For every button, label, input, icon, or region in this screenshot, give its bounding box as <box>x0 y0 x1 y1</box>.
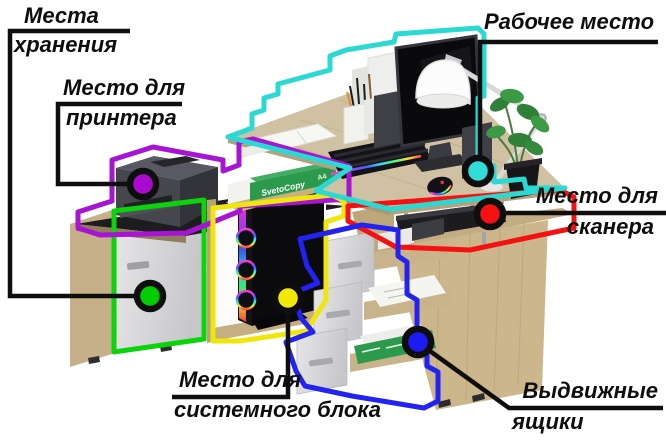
workplace-dot <box>461 154 495 188</box>
storage-label-line1: Места <box>24 3 99 28</box>
cabinet-foot <box>472 393 485 402</box>
pen-cup <box>343 102 369 145</box>
storage-callout-line <box>7 28 138 299</box>
storage-label-line2: хранения <box>14 32 118 57</box>
scanner-label-line1: Место для <box>535 183 658 208</box>
scanner-dot <box>473 197 507 231</box>
system-unit-label-line1: Место для <box>179 367 302 392</box>
drawer-handle <box>308 357 334 367</box>
cabinet-foot <box>88 356 100 364</box>
system-unit-dot <box>271 281 305 315</box>
door-handle <box>126 261 150 270</box>
marker-dots <box>126 154 507 359</box>
callout-lines <box>7 28 666 411</box>
storage-dot <box>133 279 167 313</box>
cabinet-side-panel <box>70 210 112 367</box>
drawer-contents <box>412 218 444 241</box>
ream-size-text: A4 <box>317 173 327 182</box>
printer-label-line2: принтера <box>66 105 177 130</box>
rgb-fan <box>235 289 257 311</box>
speaker <box>374 90 404 148</box>
plant-pot-rim <box>504 158 542 170</box>
drawers-label-line2: ящики <box>512 409 584 434</box>
rgb-fan <box>235 227 257 249</box>
pens <box>349 77 366 109</box>
drawers-label-line1: Выдвижные <box>522 378 658 403</box>
workplace-zone-outline <box>225 25 568 212</box>
lamp-mouth <box>416 93 470 109</box>
cabinet-foot <box>438 399 451 408</box>
brush <box>368 73 372 101</box>
monitor-base <box>414 154 468 172</box>
mouse <box>427 176 453 196</box>
storage-zone-outline <box>111 197 207 355</box>
printer-dot <box>126 167 160 201</box>
printer-callout-line <box>55 101 182 187</box>
zone-outlines <box>75 25 577 411</box>
cabinet-front <box>392 220 548 410</box>
paper-ream: SvetoCopy A4 <box>228 161 340 204</box>
plant-leaves <box>486 88 550 156</box>
printer-label-line1: Место для <box>63 75 186 100</box>
scanner-label-line2: сканера <box>566 214 654 239</box>
drawers-dot <box>401 325 435 359</box>
drawer-handle <box>337 260 363 270</box>
system-unit-label-line2: системного блока <box>174 397 381 422</box>
scanner-shelf-leg <box>482 232 486 246</box>
pc-foot <box>252 312 308 330</box>
workplace-label: Рабочее место <box>484 9 655 34</box>
system-unit-callout-line <box>172 308 291 400</box>
drawer-handle <box>325 309 351 319</box>
workplace-callout-line <box>477 39 658 158</box>
drawers-callout-line <box>421 344 663 411</box>
system-unit-zone-outline <box>210 192 347 344</box>
rgb-fan <box>235 259 257 281</box>
